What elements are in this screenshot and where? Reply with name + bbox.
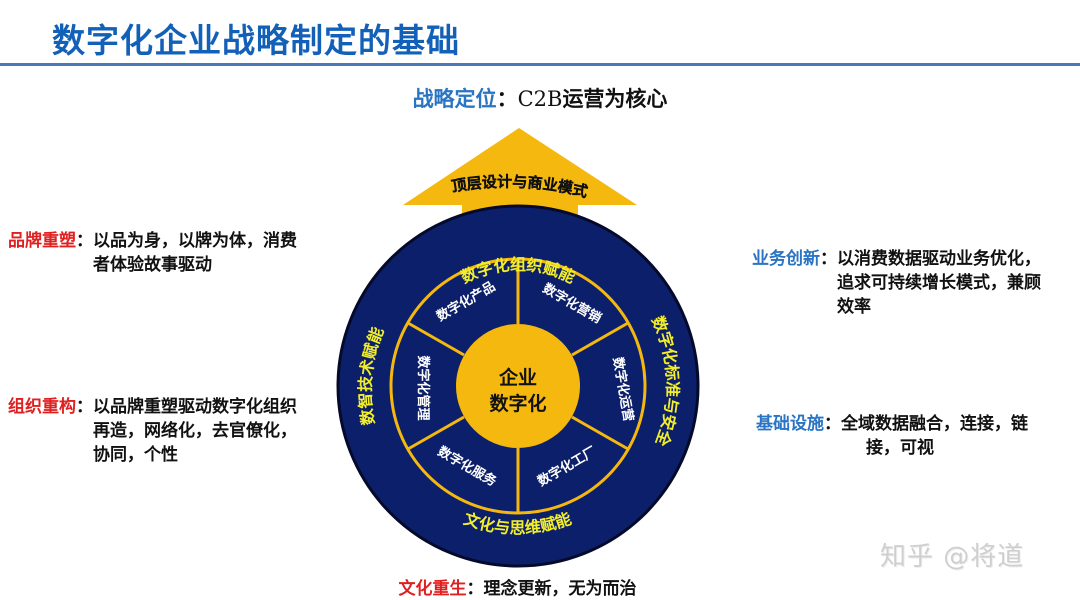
center-circle (456, 324, 580, 448)
note-biz-colon: ： (820, 249, 837, 269)
note-org-text: 以品牌重塑驱动数字化组织再造，网络化，去官僚化，协同，个性 (93, 397, 297, 465)
strategy-c2b: C2B (517, 87, 563, 111)
note-infra-label: 基础设施 (756, 414, 824, 434)
title-divider (0, 63, 1080, 66)
strategy-colon: ： (496, 87, 518, 111)
note-brand-label: 品牌重塑 (8, 231, 76, 251)
center-label-line1: 企业 (498, 366, 537, 389)
note-biz-label: 业务创新 (752, 249, 820, 269)
note-org-colon: ： (76, 397, 93, 417)
note-infrastructure: 基础设施：全域数据融合，连接，链 接，可视 (756, 412, 1028, 460)
strategy-positioning: 战略定位：C2B运营为核心 (0, 83, 1080, 113)
note-infra-line1: 全域数据融合，连接，链 (841, 414, 1028, 434)
slide-title: 数字化企业战略制定的基础 (52, 21, 460, 60)
strategy-label: 战略定位 (412, 87, 497, 111)
note-culture-text: 理念更新，无为而治 (483, 579, 637, 599)
center-label-line2: 数字化 (489, 392, 546, 415)
note-brand-text: 以品为身，以牌为体，消费者体验故事驱动 (93, 231, 297, 275)
note-culture-rebirth: 文化重生：理念更新，无为而治 (0, 574, 1035, 599)
note-brand-colon: ： (76, 231, 93, 251)
note-infra-line2: 接，可视 (866, 438, 934, 458)
segment-management: 数字化管理 (415, 355, 431, 420)
segment-dividers (407, 259, 629, 513)
note-business-innovation: 业务创新：以消费数据驱动业务优化，追求可持续增长模式，兼顾效率 (752, 247, 1057, 319)
note-infra-colon: ： (824, 414, 841, 434)
up-arrow-icon (403, 128, 637, 240)
note-org-restructure: 组织重构：以品牌重塑驱动数字化组织再造，网络化，去官僚化，协同，个性 (8, 395, 305, 467)
note-brand-reshape: 品牌重塑：以品为身，以牌为体，消费者体验故事驱动 (8, 229, 303, 277)
watermark: 知乎 @将道 (880, 542, 1025, 572)
strategy-text: 运营为核心 (562, 87, 668, 111)
note-org-label: 组织重构 (8, 397, 76, 417)
note-culture-colon: ： (466, 579, 484, 599)
note-biz-text: 以消费数据驱动业务优化，追求可持续增长模式，兼顾效率 (837, 249, 1041, 317)
note-culture-label: 文化重生 (398, 579, 467, 599)
